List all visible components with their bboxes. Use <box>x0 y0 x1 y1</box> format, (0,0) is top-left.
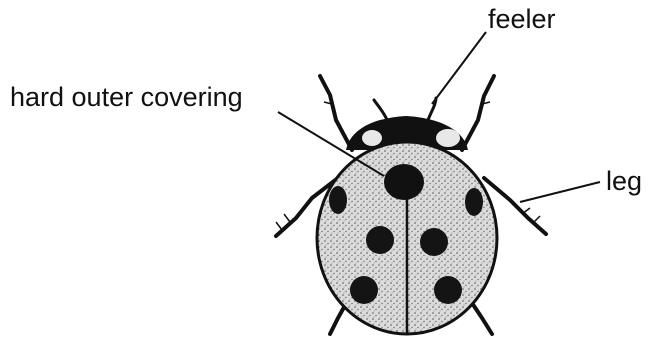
feeler-leader <box>432 32 486 104</box>
leg-front-left <box>320 76 352 150</box>
leg-front-right <box>462 76 494 150</box>
spot <box>329 186 347 214</box>
leg-leader <box>520 182 600 202</box>
leg-label: leg <box>606 168 642 195</box>
spot <box>465 188 483 216</box>
spot <box>366 226 394 254</box>
feeler-label: feeler <box>488 6 556 33</box>
spot <box>420 228 448 256</box>
spot <box>350 276 378 304</box>
elytra <box>317 142 497 334</box>
spot <box>434 276 462 304</box>
hard-outer-covering-label: hard outer covering <box>10 84 243 111</box>
